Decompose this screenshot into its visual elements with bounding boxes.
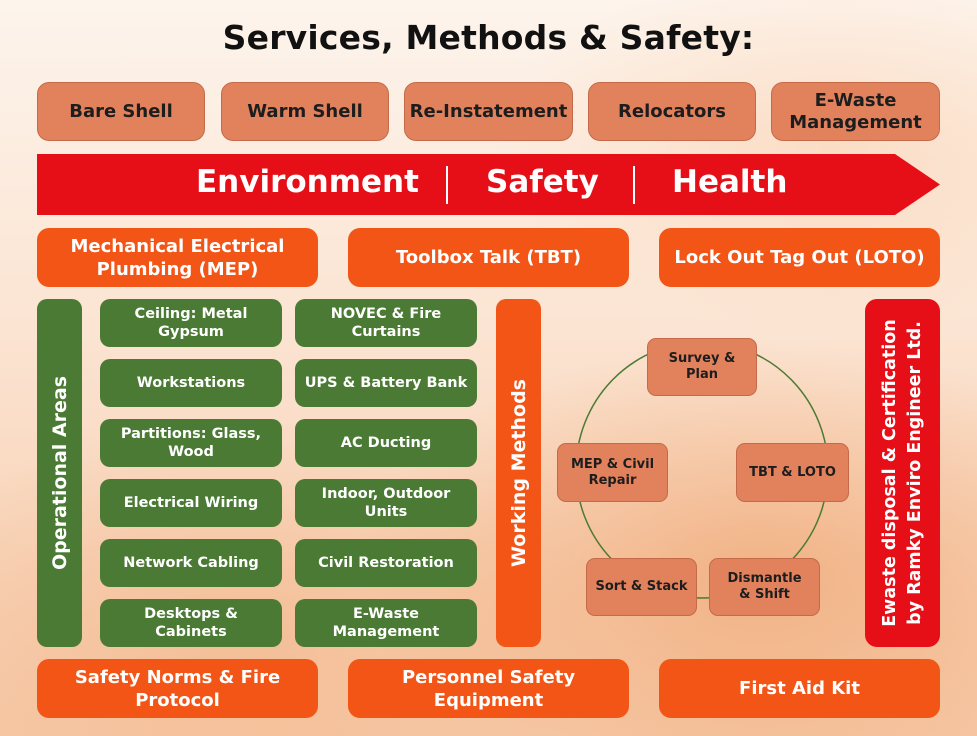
area-item: Indoor, Outdoor Units (295, 479, 477, 527)
area-item: E-Waste Management (295, 599, 477, 647)
practice-loto: Lock Out Tag Out (LOTO) (659, 228, 940, 287)
working-methods-label: Working Methods (507, 379, 530, 567)
page-title: Services, Methods & Safety: (222, 18, 755, 57)
ewaste-line-1: Ewaste disposal & Certification (879, 319, 900, 627)
ehs-arrow-banner (37, 154, 940, 215)
practice-first-aid-kit: First Aid Kit (659, 659, 940, 718)
ewaste-certification-text: Ewaste disposal & Certification by Ramky… (878, 319, 928, 627)
area-item: UPS & Battery Bank (295, 359, 477, 407)
area-item: NOVEC & Fire Curtains (295, 299, 477, 347)
banner-safety: Safety (486, 164, 599, 200)
area-item: Electrical Wiring (100, 479, 282, 527)
banner-environment: Environment (196, 164, 419, 200)
area-item: Partitions: Glass, Wood (100, 419, 282, 467)
area-item: Civil Restoration (295, 539, 477, 587)
cycle-mep-civil-repair: MEP & Civil Repair (557, 443, 668, 502)
service-e-waste-management: E-Waste Management (771, 82, 940, 141)
cycle-tbt-loto: TBT & LOTO (736, 443, 849, 502)
operational-areas-bar: Operational Areas (37, 299, 82, 647)
banner-divider (633, 166, 635, 204)
banner-divider (446, 166, 448, 204)
cycle-dismantle-shift: Dismantle & Shift (709, 558, 820, 616)
area-item: Ceiling: Metal Gypsum (100, 299, 282, 347)
ewaste-line-2: by Ramky Enviro Engineer Ltd. (904, 321, 925, 625)
area-item: Network Cabling (100, 539, 282, 587)
arrow-shape (37, 154, 940, 215)
working-methods-bar: Working Methods (496, 299, 541, 647)
practice-mep: Mechanical Electrical Plumbing (MEP) (37, 228, 318, 287)
service-bare-shell: Bare Shell (37, 82, 205, 141)
banner-health: Health (672, 164, 788, 200)
service-relocators: Relocators (588, 82, 756, 141)
practice-toolbox-talk: Toolbox Talk (TBT) (348, 228, 629, 287)
service-re-instatement: Re-Instatement (404, 82, 573, 141)
cycle-sort-stack: Sort & Stack (586, 558, 697, 616)
cycle-survey-plan: Survey & Plan (647, 338, 757, 396)
operational-areas-label: Operational Areas (48, 375, 71, 571)
service-warm-shell: Warm Shell (221, 82, 389, 141)
practice-safety-norms: Safety Norms & Fire Protocol (37, 659, 318, 718)
area-item: Desktops & Cabinets (100, 599, 282, 647)
area-item: AC Ducting (295, 419, 477, 467)
ewaste-certification-bar: Ewaste disposal & Certification by Ramky… (865, 299, 940, 647)
practice-personnel-safety: Personnel Safety Equipment (348, 659, 629, 718)
area-item: Workstations (100, 359, 282, 407)
